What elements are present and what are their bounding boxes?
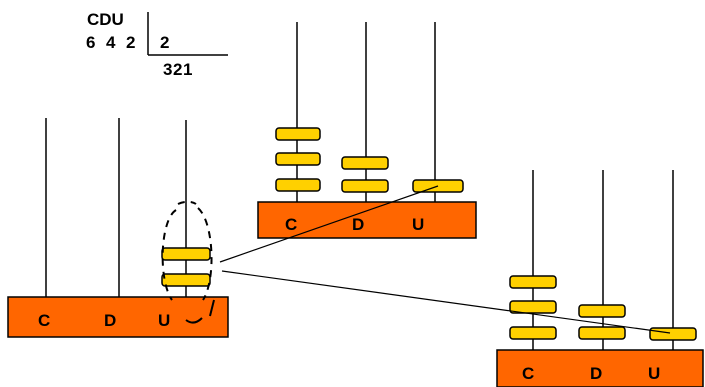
abacus-right: C D U xyxy=(496,170,704,387)
bead xyxy=(275,127,321,141)
bead xyxy=(509,326,557,340)
dividend-digit-hundreds: 6 xyxy=(86,33,95,52)
connector-to-top-abacus xyxy=(219,185,439,263)
quotient-digit-tens: 2 xyxy=(173,60,182,79)
abacus-base xyxy=(7,296,229,338)
bead xyxy=(341,156,389,170)
place-label-units: U xyxy=(158,311,170,330)
place-label-hundreds: C xyxy=(522,364,534,383)
place-label-tens: D xyxy=(104,311,116,330)
place-label-units: U xyxy=(648,364,660,383)
bead xyxy=(341,179,389,193)
dividend-digit-tens: 4 xyxy=(106,33,116,52)
connector-to-right-abacus xyxy=(221,270,671,334)
division-header: CDU xyxy=(87,10,124,29)
place-label-units: U xyxy=(412,215,424,234)
division-layout: CDU 6 4 2 2 3 2 1 xyxy=(86,10,228,79)
abacus-base xyxy=(257,201,477,239)
abacus-top: C D U xyxy=(257,22,477,239)
dividend-digit-units: 2 xyxy=(126,33,135,52)
place-label-tens: D xyxy=(352,215,364,234)
grouping-ellipse xyxy=(161,200,213,301)
quotient-digit-hundreds: 3 xyxy=(163,60,172,79)
abacus-base xyxy=(496,349,704,387)
place-label-hundreds: C xyxy=(38,311,50,330)
quotient-digit-units: 1 xyxy=(183,60,192,79)
bead xyxy=(161,247,211,261)
bead xyxy=(649,327,697,341)
bead xyxy=(509,300,557,314)
bead xyxy=(578,304,626,318)
bead xyxy=(578,326,626,340)
abacus-left: C D U xyxy=(7,118,229,338)
bead xyxy=(275,152,321,166)
divisor: 2 xyxy=(160,33,169,52)
place-label-hundreds: C xyxy=(285,215,297,234)
bead xyxy=(509,275,557,289)
grouping-ellipse-tail xyxy=(185,299,215,324)
place-label-tens: D xyxy=(590,364,602,383)
bead xyxy=(275,178,321,192)
bead xyxy=(161,273,211,287)
